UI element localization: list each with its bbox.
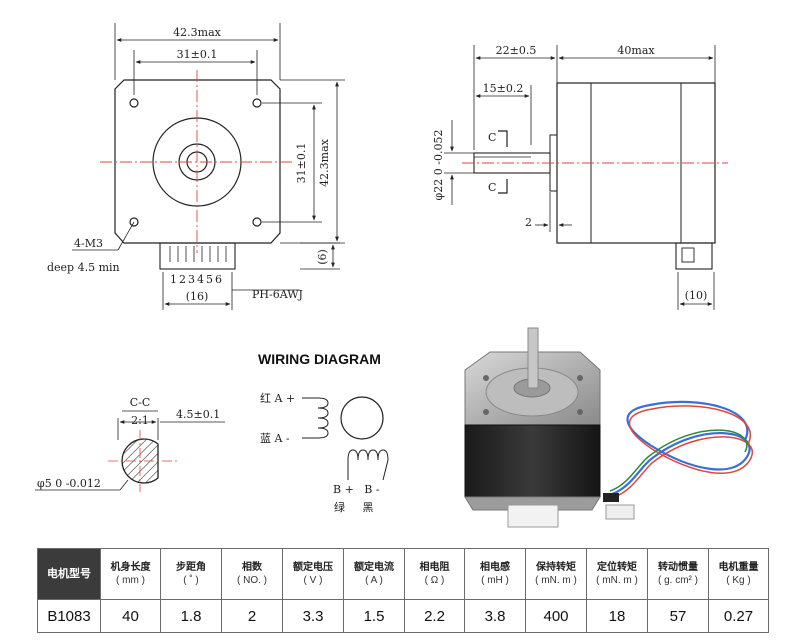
cable-plug (605, 504, 635, 520)
wiring-diagram: WIRING DIAGRAM 红 A + 蓝 A - B + B - 绿 黑 (258, 351, 389, 514)
section-mark-top: C (488, 131, 496, 144)
dim-section-diameter: φ5 0 -0.012 (37, 477, 101, 490)
dim-section-flat: 4.5±0.1 (176, 408, 220, 421)
dim-front-right-inner: 31±0.1 (295, 143, 308, 184)
front-view: 42.3max 31±0.1 31±0.1 42.3max 4-M3 deep … (47, 23, 345, 310)
spec-cell: 1.5 (343, 599, 405, 633)
spec-table: 电机型号 机身长度( mm ) 步距角( ˚ ) 相数( NO. ) 额定电压(… (37, 548, 769, 633)
wire-b-labels: B + B - (333, 483, 380, 496)
wire-a-minus: 蓝 A - (260, 432, 290, 445)
spec-cell: 2 (221, 599, 283, 633)
section-title: C-C (130, 396, 151, 409)
mount-hole (129, 98, 139, 108)
spec-header: 相电感( mH ) (464, 548, 526, 600)
spec-header: 定位转矩( mN. m ) (586, 548, 648, 600)
wire-b-colors: 绿 黑 (334, 500, 373, 514)
dim-front-inner: 31±0.1 (177, 48, 218, 61)
spec-header: 相电阻( Ω ) (404, 548, 465, 600)
wire-a-plus: 红 A + (260, 392, 295, 405)
side-view: 22±0.5 40max 15±0.2 φ22 0 -0.052 C C 2 (432, 44, 728, 310)
dim-connector-depth: (10) (685, 289, 708, 302)
rotor-symbol (340, 396, 384, 440)
wiring-title: WIRING DIAGRAM (258, 351, 381, 367)
spec-cell: 0.27 (708, 599, 769, 633)
spec-header: 额定电流( A ) (343, 548, 405, 600)
spec-cell: B1083 (37, 599, 101, 633)
spec-cell: 40 (100, 599, 161, 633)
hole-callout-1: 4-M3 (74, 237, 103, 250)
spec-header: 额定电压( V ) (282, 548, 344, 600)
spec-header-row: 电机型号 机身长度( mm ) 步距角( ˚ ) 相数( NO. ) 额定电压(… (37, 548, 769, 600)
mount-hole (252, 98, 262, 108)
dim-shaft-diameter: φ22 0 -0.052 (432, 130, 445, 201)
hole-callout-2: deep 4.5 min (47, 261, 120, 274)
dim-boss: 2 (525, 216, 532, 229)
spec-header: 机身长度( mm ) (100, 548, 161, 600)
dim-body-length: 40max (617, 44, 655, 57)
spec-cell: 3.8 (464, 599, 526, 633)
dim-connector-height: (6) (316, 249, 329, 265)
section-mark-bottom: C (488, 181, 496, 194)
cable-wire (611, 400, 751, 496)
motor-photo (464, 327, 754, 528)
spec-header: 保持转矩( mN. m ) (525, 548, 587, 600)
motor-photo-shaft (527, 327, 539, 389)
spec-cell: 400 (525, 599, 587, 633)
dim-connector-width: (16) (186, 290, 209, 303)
spec-cell: 3.3 (282, 599, 344, 633)
spec-cell: 18 (586, 599, 648, 633)
dim-shaft-length: 22±0.5 (496, 44, 537, 57)
dim-front-outer: 42.3max (173, 26, 221, 39)
spec-header: 电机重量( Kg ) (708, 548, 769, 600)
drawing-canvas: 42.3max 31±0.1 31±0.1 42.3max 4-M3 deep … (35, 23, 754, 528)
pin-numbers: 123456 (170, 273, 224, 286)
connector-side (675, 242, 713, 270)
section-view: C-C 2:1 4.5±0.1 φ5 0 -0.012 (35, 396, 225, 492)
dim-front-right-outer: 42.3max (318, 138, 331, 186)
spec-header: 转动惯量( g. cm² ) (647, 548, 709, 600)
connector-type: PH-6AWJ (252, 288, 303, 301)
section-scale: 2:1 (131, 414, 149, 427)
spec-row: B1083 40 1.8 2 3.3 1.5 2.2 3.8 400 18 57… (37, 599, 769, 633)
spec-header: 相数( NO. ) (221, 548, 283, 600)
coil-a (317, 397, 329, 439)
mount-hole (252, 217, 262, 227)
motor-photo-connector (507, 504, 559, 528)
spec-cell: 57 (647, 599, 709, 633)
dim-flat-length: 15±0.2 (483, 82, 524, 95)
coil-b (347, 449, 389, 481)
spec-header: 步距角( ˚ ) (160, 548, 222, 600)
spec-header: 电机型号 (37, 548, 101, 600)
motor-photo-body (464, 424, 601, 498)
motor-face-outline (114, 79, 281, 244)
spec-cell: 2.2 (404, 599, 465, 633)
connector-outline (159, 242, 236, 270)
cable-connector (603, 493, 619, 502)
mount-hole (129, 217, 139, 227)
spec-cell: 1.8 (160, 599, 222, 633)
